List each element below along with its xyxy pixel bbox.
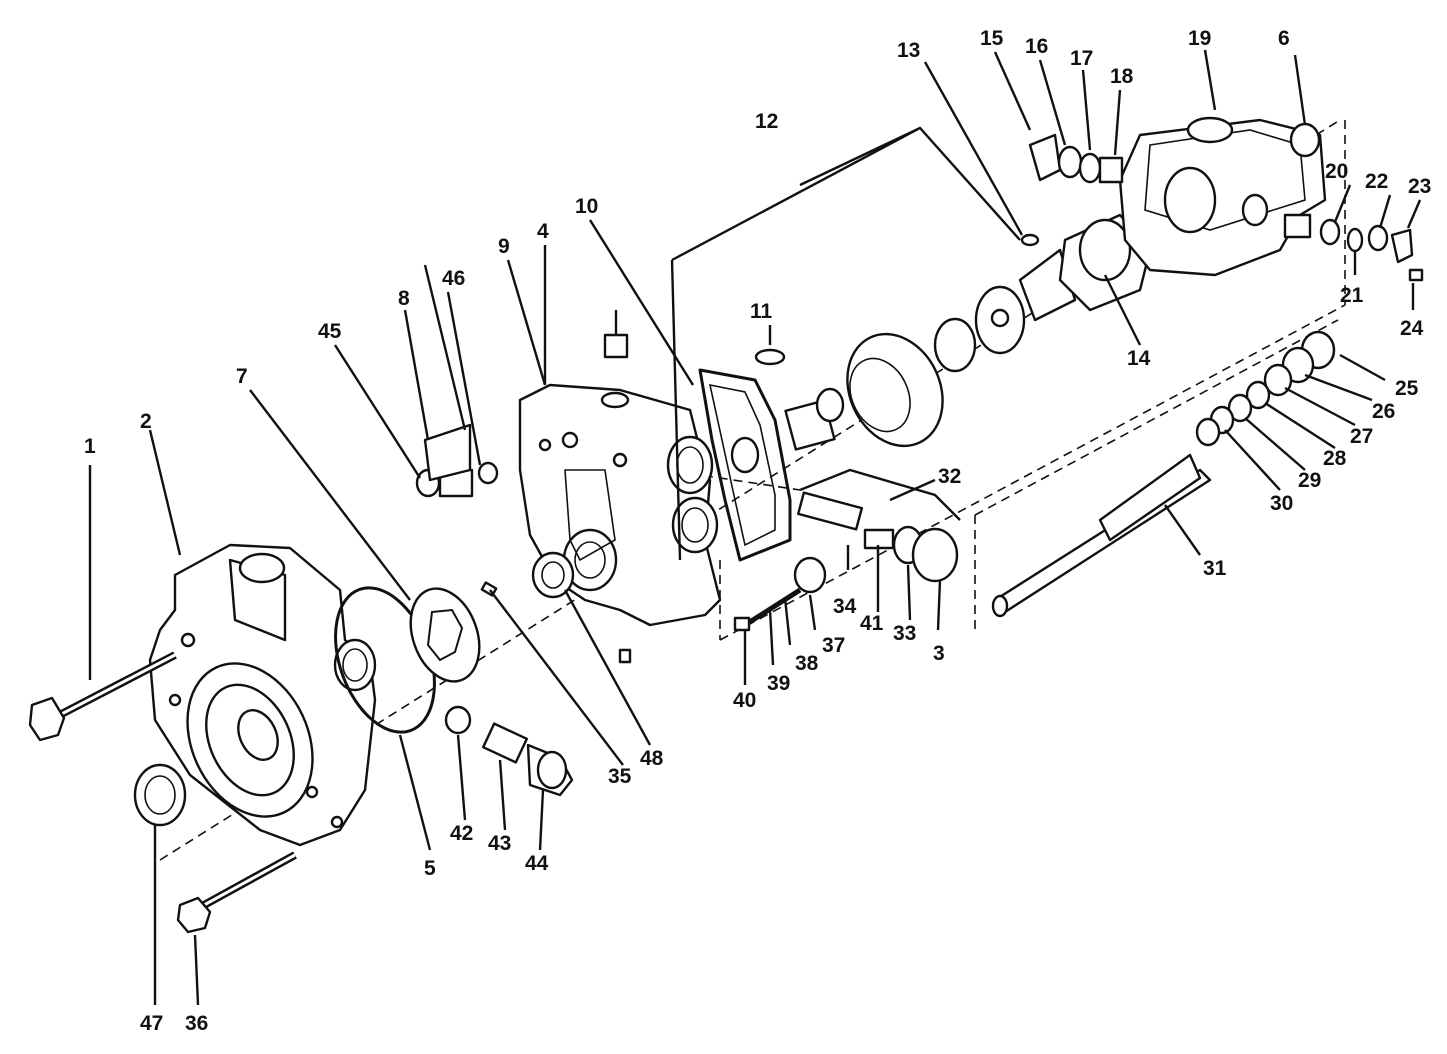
callout-34: 34 [833,595,857,618]
leader-lines [88,49,1422,1006]
main-housing [1118,116,1327,277]
small-parts-8-45-46 [415,423,499,498]
callout-38: 38 [795,652,819,675]
callout-7: 7 [236,365,248,388]
parts-20-24 [1283,213,1424,282]
gasket [698,368,792,562]
callout-15: 15 [980,27,1004,50]
callout-3: 3 [933,642,945,665]
callout-30: 30 [1270,492,1293,515]
callout-16: 16 [1025,35,1048,58]
valve-parts-37-40 [733,556,827,632]
callout-20: 20 [1325,160,1348,183]
drive-shaft [991,453,1212,618]
relief-valve-group [796,491,959,583]
callout-19: 19 [1188,27,1211,50]
callout-25: 25 [1395,377,1419,400]
callout-41: 41 [860,612,884,635]
callout-5: 5 [424,857,436,880]
callout-36: 36 [185,1012,208,1035]
callout-1: 1 [84,435,96,458]
callout-labels: 1 2 3 4 5 6 7 8 9 10 11 12 13 14 15 16 1… [84,27,1431,1035]
callout-31: 31 [1203,557,1227,580]
callout-22: 22 [1365,170,1388,193]
needle-bearing-48 [531,551,575,599]
small-pins [480,233,1040,664]
callout-39: 39 [767,672,790,695]
needle-bearing-47 [133,763,187,827]
callout-46: 46 [442,267,465,290]
callout-26: 26 [1372,400,1395,423]
callout-24: 24 [1400,317,1424,340]
callout-40: 40 [733,689,756,712]
rotating-group [754,213,1152,451]
callout-27: 27 [1350,425,1373,448]
valve-parts-42-44 [444,705,574,797]
callout-9: 9 [498,235,510,258]
callout-10: 10 [575,195,598,218]
bolt-lower [176,851,297,934]
callout-42: 42 [450,822,473,845]
callout-13: 13 [897,39,920,62]
callout-28: 28 [1323,447,1347,470]
callout-11: 11 [750,300,773,323]
callout-29: 29 [1298,469,1321,492]
callout-12: 12 [755,110,778,133]
callout-6: 6 [1278,27,1290,50]
callout-4: 4 [537,220,549,243]
fitting-4 [603,310,629,359]
callout-43: 43 [488,832,511,855]
callout-47: 47 [140,1012,163,1035]
callout-17: 17 [1070,47,1093,70]
seal-6 [1289,122,1321,158]
callout-32: 32 [938,465,961,488]
callout-21: 21 [1340,284,1364,307]
callout-33: 33 [893,622,916,645]
callout-18: 18 [1110,65,1134,88]
callout-37: 37 [822,634,845,657]
callout-48: 48 [640,747,664,770]
callout-14: 14 [1127,347,1151,370]
callout-2: 2 [140,410,152,433]
callout-8: 8 [398,287,410,310]
rings-25-30 [1195,330,1336,447]
bolt-long [28,651,177,742]
callout-35: 35 [608,765,632,788]
callout-44: 44 [525,852,549,875]
bearing-stack-15-18 [1028,133,1124,184]
callout-45: 45 [318,320,342,343]
callout-23: 23 [1408,175,1431,198]
gerotor-gear [409,587,481,683]
